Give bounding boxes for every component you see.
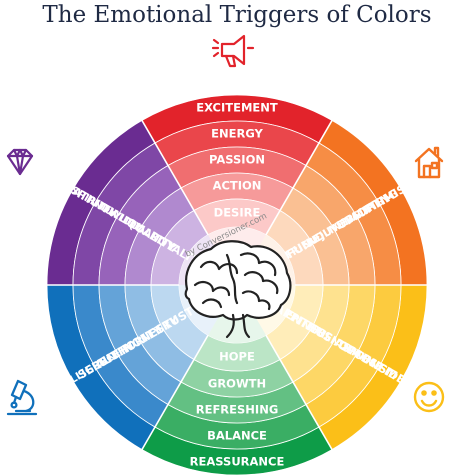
microscope-icon: [6, 379, 38, 416]
sector-divider-red: [140, 119, 209, 236]
label-red-1: EXCITEMENT: [196, 101, 278, 115]
smiley-icon: [413, 381, 445, 413]
label-red-5: DESIRE: [214, 206, 261, 220]
label-red-4: ACTION: [213, 179, 262, 193]
label-green-2: BALANCE: [207, 429, 267, 443]
brain-icon: [184, 240, 292, 339]
sector-divider-green: [265, 334, 334, 451]
label-green-3: REFRESHING: [196, 403, 279, 417]
sector-divider-blue: [140, 334, 209, 451]
label-green-5: HOPE: [219, 350, 255, 364]
sector-divider-orange: [265, 119, 334, 236]
label-red-3: PASSION: [209, 153, 265, 167]
label-green-1: REASSURANCE: [190, 455, 285, 469]
house-icon: [414, 146, 444, 179]
label-green-4: GROWTH: [208, 377, 266, 391]
diamond-icon: [6, 148, 34, 176]
megaphone-icon: [211, 34, 255, 68]
label-red-2: ENERGY: [211, 127, 263, 141]
page-title: The Emotional Triggers of Colors: [42, 2, 432, 28]
